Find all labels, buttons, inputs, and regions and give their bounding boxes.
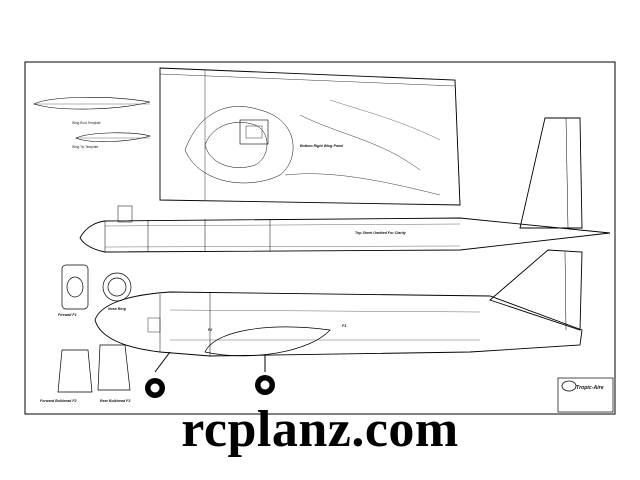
top-sheet-label: Top Sheet Omitted For Clarity — [355, 231, 407, 235]
firewall-label: Firewall F1 — [58, 313, 77, 317]
wing-root-template-label: Wing Root Template — [72, 121, 101, 125]
bulkheads — [57, 264, 132, 393]
wing-templates — [33, 97, 152, 142]
watermark: rcplanz.com — [181, 401, 459, 458]
landing-gear — [145, 351, 275, 398]
title-block-brand: Tropic-Aire — [576, 385, 604, 391]
forward-bulkhead-label: Forward Bulkhead F2 — [40, 399, 77, 403]
sheet-border — [24, 61, 616, 415]
fuselage-side-view — [94, 291, 583, 357]
title-block — [557, 377, 614, 413]
fuselage-top-view — [79, 205, 611, 253]
rear-bulkhead-label: Rear Bulkhead F3 — [100, 399, 130, 403]
wing-panel-label: Bottom Right Wing Panel — [300, 144, 344, 148]
nose-ring-label: Nose Ring — [108, 307, 127, 311]
wing-tip-template-label: Wing Tip Template — [72, 145, 98, 149]
f2-mark: F2 — [208, 328, 212, 332]
wing-panel — [159, 67, 461, 206]
f3-mark: F3 — [342, 324, 346, 328]
vertical-tail — [489, 117, 583, 331]
